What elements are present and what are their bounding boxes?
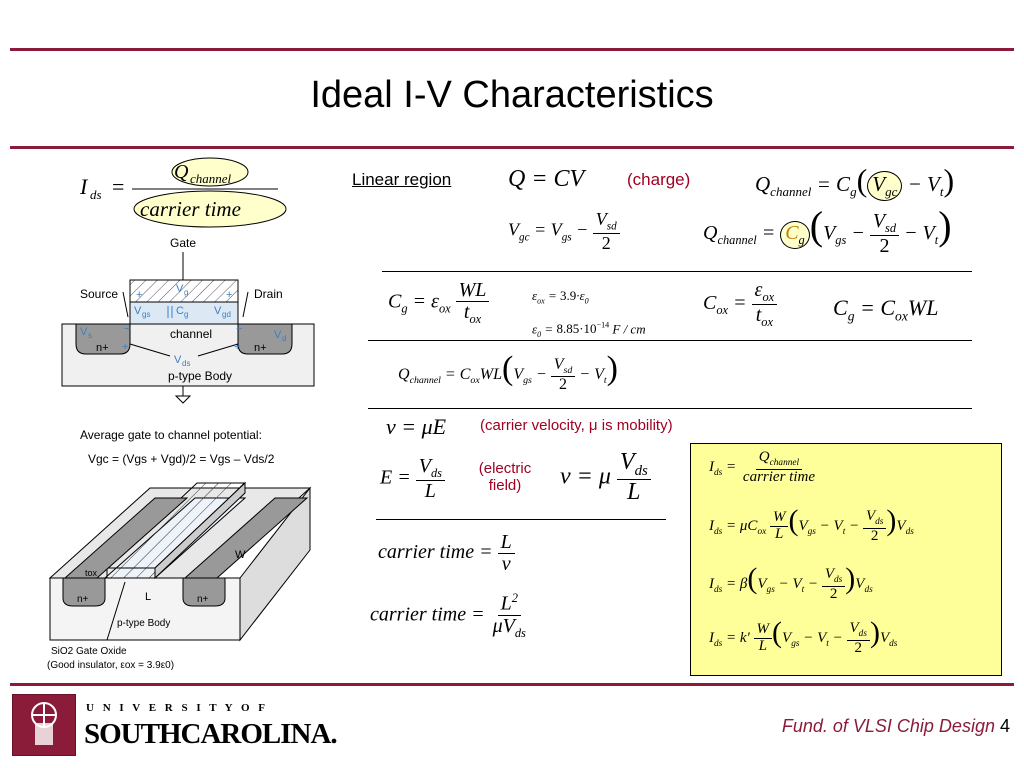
university-line2: SOUTHCAROLINA. [84,718,338,750]
svg-text:g: g [184,288,188,297]
gate-potential-heading: Average gate to channel potential: [80,428,262,442]
svg-text:V: V [274,329,282,341]
n-plus-right-label: n+ [254,342,267,354]
svg-text:g: g [184,310,188,319]
q-equals-cv-equation: Q = CV [508,166,585,192]
eps-constants: εox = 3.9·ε0 ε0 = 8.85·10−14 F / cm [532,288,646,339]
svg-text:carrier time: carrier time [140,197,241,221]
linear-region-label: Linear region [352,170,452,189]
svg-text:Q: Q [174,161,189,183]
svg-text:V: V [174,354,182,366]
n-plus-left-label: n+ [96,342,109,354]
divider-line [368,340,972,341]
svg-text:=: = [112,174,124,199]
svg-text:n+: n+ [197,594,209,605]
source-label: Source [80,287,118,301]
footer: Fund. of VLSI Chip Design 4 [782,716,1010,737]
svg-text:channel: channel [190,171,232,186]
gate-potential-formula: Vgc = (Vgs + Vgd)/2 = Vgs – Vds/2 [88,452,275,466]
svg-text:C: C [176,305,184,317]
cg-coxwl-equation: Cg = CoxWL [833,295,939,324]
university-line1: U N I V E R S I T Y O F [86,702,268,714]
carrier-velocity-note: (carrier velocity, μ is mobility) [480,417,673,434]
p-type-body-3d-label: p-type Body [117,618,170,629]
divider-line [382,271,972,272]
top-rule [10,48,1014,51]
svg-text:V: V [176,283,184,295]
svg-text:+: + [122,341,128,353]
svg-text:+: + [136,289,142,301]
ground-icon [174,395,192,404]
qchannel-vgc-equation: Qchannel = Cg(Vgc − Vt) [755,162,955,202]
gate-label: Gate [170,236,196,250]
svg-text:ds: ds [90,187,102,202]
svg-text:ds: ds [182,359,190,368]
velocity-equation: v = μE [386,414,447,439]
svg-text:V: V [214,305,222,317]
svg-text:V: V [134,305,142,317]
drain-label: Drain [254,287,283,301]
divider-line [376,519,666,520]
svg-text:+: + [234,341,240,353]
svg-text:V: V [80,326,88,338]
svg-text:gd: gd [222,310,231,319]
w-label: W [235,549,246,561]
substrate-side [239,486,311,642]
n-plus-left-region [62,577,106,607]
svg-text:−: − [124,323,130,335]
svg-text:+: + [226,289,232,301]
svg-text:n+: n+ [77,594,89,605]
channel-label: channel [170,327,212,341]
gate-3d-front [106,567,156,579]
drain-diffusion-3d [183,497,309,579]
svg-text:d: d [282,334,286,343]
charge-label: (charge) [627,170,691,189]
title-rule [10,146,1014,149]
bottom-rule [10,683,1014,686]
tox-label: tox [85,568,98,578]
l-label: L [145,591,151,603]
oxide-insulator-label: (Good insulator, εox = 3.9ε0) [47,660,174,671]
svg-text:−: − [236,323,242,335]
mosfet-cross-section: W L tox n+ n+ p-type Body SiO2 Gate Oxid… [47,481,312,671]
qchannel-ellipse [171,157,249,187]
svg-text:I: I [79,174,89,199]
svg-text:gs: gs [142,310,150,319]
source-diffusion-3d [63,497,189,579]
slide-title: Ideal I-V Characteristics [310,74,714,116]
ids-charge-over-time-equation: I ds = Q channel carrier time [79,157,287,228]
course-title: Fund. of VLSI Chip Design [781,716,995,736]
carrier-time-ellipse [133,190,287,228]
page-number: 4 [999,716,1010,736]
p-type-body-label: p-type Body [168,369,232,383]
divider-line [368,408,972,409]
n-plus-right-region [182,577,226,607]
university-seal-icon [12,694,76,756]
oxide-label: SiO2 Gate Oxide [51,646,127,657]
n-plus-source-region [75,323,131,355]
mosfet-diagram: Gate Source Drain n+ n+ channel p-type B… [61,236,315,404]
electric-field-note: (electric field) [478,460,532,494]
svg-text:s: s [88,331,92,340]
n-plus-drain-region [237,323,293,355]
